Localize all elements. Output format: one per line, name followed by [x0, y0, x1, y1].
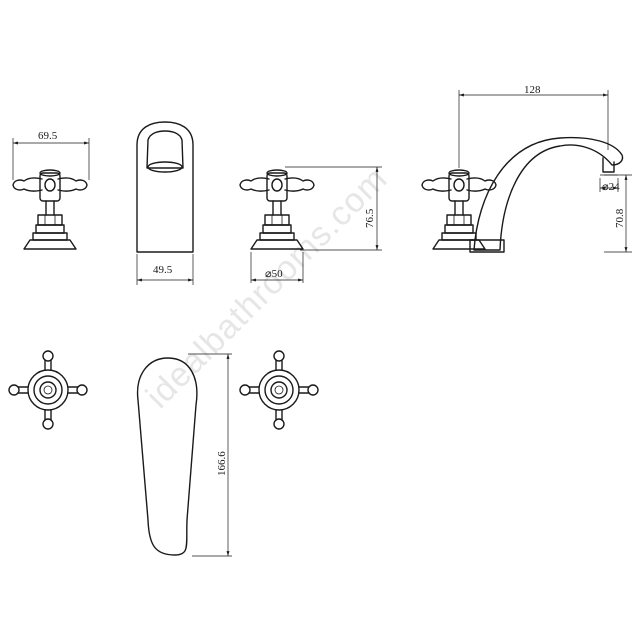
handle-width-dimension: 69.5	[38, 130, 58, 142]
valve-height-dimension: 76.5	[364, 208, 376, 228]
valve-side-view-middle: 76.5 ⌀50	[239, 166, 382, 283]
spout-plan-view: 166.6	[136, 353, 232, 557]
valve-side-view-left: 69.5	[12, 130, 90, 250]
valve-plan-view-left	[8, 350, 88, 430]
spout-length-dimension: 166.6	[216, 451, 228, 476]
valve-plan-view-right	[239, 350, 319, 430]
outlet-diameter-dimension: ⌀24	[602, 181, 620, 193]
spout-reach-dimension: 128	[524, 84, 541, 96]
valve-diameter-dimension: ⌀50	[265, 268, 283, 280]
spout-width-dimension: 49.5	[153, 264, 173, 276]
spout-front-view: 49.5	[136, 121, 194, 285]
spout-side-view: 128 ⌀24 70.8	[421, 84, 632, 253]
spout-height-dimension: 70.8	[614, 208, 626, 228]
